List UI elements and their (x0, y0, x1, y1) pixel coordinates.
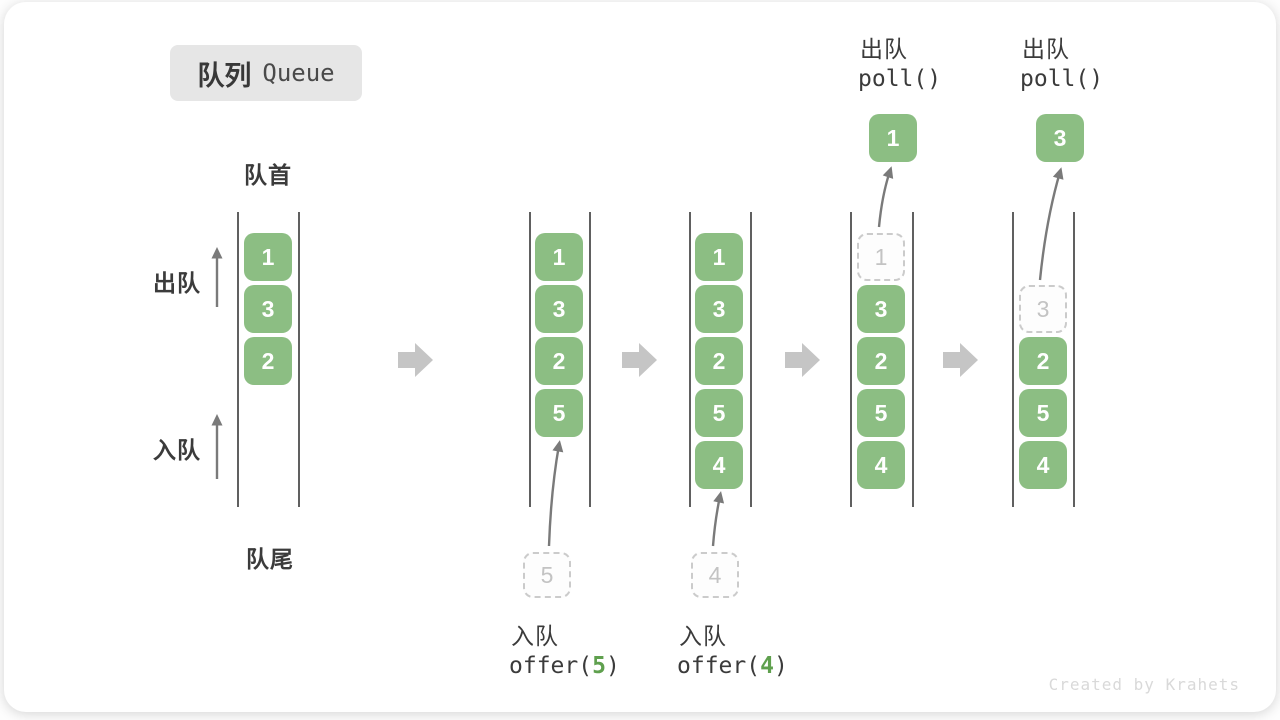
op-dequeue-label: 出队 (1022, 36, 1070, 62)
title-en: Queue (262, 59, 335, 87)
code-close: ) (773, 653, 788, 679)
queue-cell: 2 (244, 337, 292, 385)
queue-cell: 4 (695, 441, 743, 489)
queue-cell: 1 (695, 233, 743, 281)
queue-cell: 3 (244, 285, 292, 333)
watermark: Created by Krahets (1048, 675, 1240, 694)
queue-cell: 4 (857, 441, 905, 489)
queue-cell: 1 (244, 233, 292, 281)
removed-cell: 1 (857, 233, 905, 281)
title-zh: 队列 (197, 60, 252, 91)
label-queue-rear: 队尾 (246, 546, 294, 572)
op-enqueue-code: offer(5) (509, 653, 620, 679)
diagram-card (4, 2, 1276, 712)
title-box: 队列 Queue (170, 45, 362, 101)
queue-cell: 5 (695, 389, 743, 437)
op-dequeue-code: poll() (1020, 66, 1104, 92)
label-dequeue: 出队 (153, 270, 201, 296)
polled-cell: 1 (869, 114, 917, 162)
column-wall (298, 212, 300, 507)
column-wall (850, 212, 852, 507)
queue-cell: 2 (695, 337, 743, 385)
queue-cell: 5 (1019, 389, 1067, 437)
removed-cell: 3 (1019, 285, 1067, 333)
queue-cell: 5 (857, 389, 905, 437)
column-wall (1073, 212, 1075, 507)
queue-cell: 4 (1019, 441, 1067, 489)
op-dequeue-label: 出队 (860, 36, 908, 62)
op-enqueue-code: offer(4) (677, 653, 788, 679)
op-dequeue-code: poll() (858, 66, 942, 92)
column-wall (750, 212, 752, 507)
queue-cell: 3 (535, 285, 583, 333)
code-fn: offer( (677, 653, 761, 679)
code-arg: 4 (760, 653, 774, 679)
label-enqueue: 入队 (153, 437, 201, 463)
op-enqueue-label: 入队 (679, 623, 727, 649)
queue-cell: 3 (695, 285, 743, 333)
code-fn: offer( (509, 653, 593, 679)
queue-cell: 2 (1019, 337, 1067, 385)
column-wall (589, 212, 591, 507)
column-wall (912, 212, 914, 507)
polled-cell: 3 (1036, 114, 1084, 162)
queue-cell: 2 (535, 337, 583, 385)
column-wall (689, 212, 691, 507)
column-wall (237, 212, 239, 507)
code-close: ) (605, 653, 620, 679)
op-enqueue-label: 入队 (511, 623, 559, 649)
code-arg: 5 (592, 653, 606, 679)
queue-cell: 2 (857, 337, 905, 385)
label-queue-front: 队首 (244, 162, 292, 188)
queue-cell: 1 (535, 233, 583, 281)
column-wall (1012, 212, 1014, 507)
queue-cell: 5 (535, 389, 583, 437)
pending-cell: 5 (523, 552, 571, 598)
pending-cell: 4 (691, 552, 739, 598)
queue-cell: 3 (857, 285, 905, 333)
column-wall (529, 212, 531, 507)
